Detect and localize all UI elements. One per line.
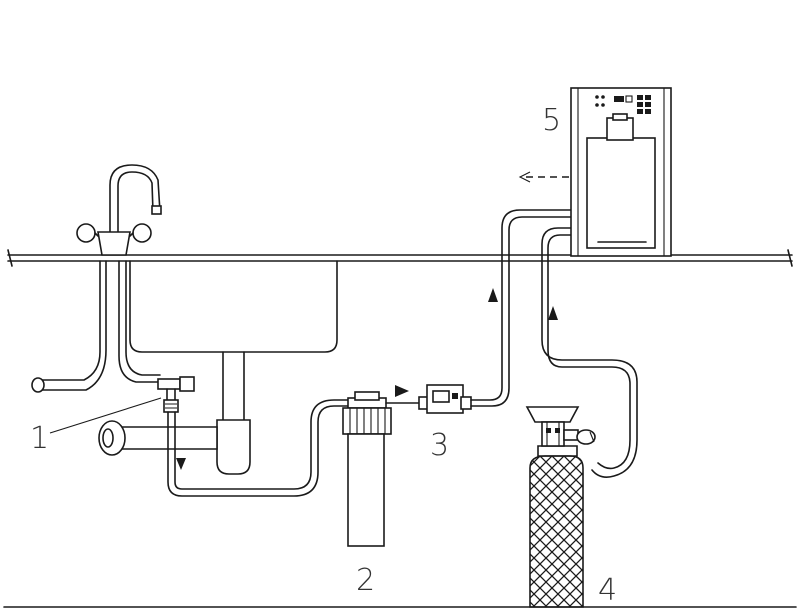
flow-arrow-down [176,458,186,470]
label-water-dispenser: 5 [542,103,561,138]
leader-line-1 [49,397,162,434]
vent-arrow [518,171,570,183]
control-panel-buttons [595,95,651,114]
drain-trap [98,419,251,475]
label-faucet-valve: 1 [30,421,49,456]
sink-bowl [129,260,338,423]
connector-valve [157,376,195,413]
gas-cylinder [525,406,596,608]
label-water-filter: 2 [356,563,375,598]
water-dispenser [570,87,672,257]
water-line-out [470,209,573,407]
flow-arrow-up-co2 [548,306,558,320]
faucet-hoses [31,260,161,393]
label-co2-cylinder: 4 [598,573,617,608]
flow-arrow-up-water [488,288,498,302]
flow-meter [418,384,472,414]
flow-arrow-right [395,385,409,397]
faucet [76,164,162,256]
water-filter [342,391,421,547]
label-flow-meter: 3 [430,428,449,463]
water-line-in [167,399,351,497]
co2-line [541,227,638,478]
